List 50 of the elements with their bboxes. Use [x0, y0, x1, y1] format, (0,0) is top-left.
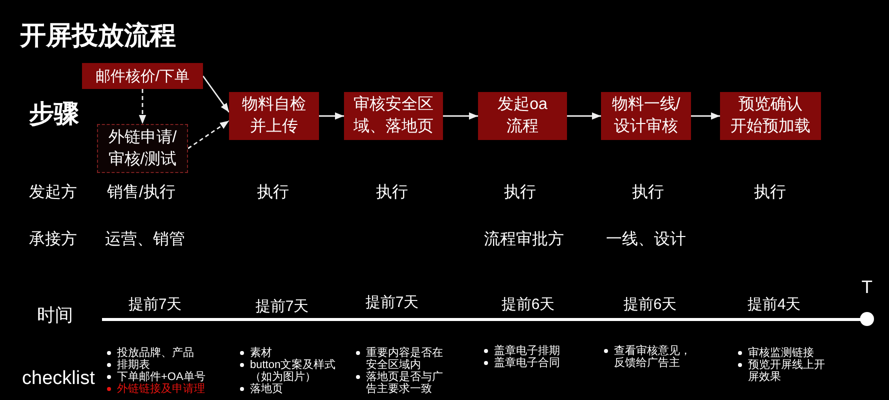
duration-label: 提前6天: [501, 296, 555, 314]
arrow: [202, 76, 230, 113]
checklist-item: 审核监测链接: [748, 347, 814, 359]
axis-end-label: T: [862, 277, 872, 299]
dashed-step-box: 外链申请/审核/测试: [97, 124, 188, 173]
checklist-item: 下单邮件+OA单号: [117, 371, 206, 383]
cell-text: 销售/执行: [107, 183, 176, 202]
checklist-item: 查看审核意见，反馈给广告主: [614, 345, 691, 369]
cell-text: 运营、销管: [105, 230, 185, 250]
step-heading: 步骤: [29, 99, 79, 129]
step-box: 审核安全区域、落地页: [344, 92, 443, 140]
checklist-item: 落地页是否与广告主要求一致: [366, 371, 443, 395]
dashed-arrow: [138, 89, 146, 124]
row-heading: 发起方: [29, 183, 77, 202]
step-box: 物料自检并上传: [229, 92, 319, 140]
checklist-item: 预览开屏线上开屏效果: [748, 359, 825, 383]
checklist-item: 落地页: [250, 383, 283, 395]
cell-text: 一线、设计: [606, 230, 686, 250]
checklist-item: 盖章电子合同: [494, 357, 560, 369]
cell-text: 执行: [376, 183, 408, 202]
cell-text: 执行: [257, 183, 289, 202]
step-box: 物料一线/设计审核: [601, 92, 691, 140]
duration-label: 提前4天: [747, 296, 801, 314]
step-box: 预览确认开始预加载: [720, 92, 821, 140]
checklist-item: 素材: [250, 347, 272, 359]
cell-text: 执行: [754, 183, 786, 202]
row-heading: checklist: [22, 368, 95, 391]
title: 开屏投放流程: [20, 20, 176, 52]
duration-label: 提前7天: [255, 298, 309, 316]
checklist-item: 重要内容是否在安全区域内: [366, 347, 443, 371]
checklist-item: button文案及样式（如为图片）: [250, 359, 336, 383]
cell-text: 流程审批方: [484, 230, 564, 250]
cell-text: 执行: [632, 183, 664, 202]
dashed-arrow: [188, 120, 230, 150]
step-box: 邮件核价/下单: [82, 63, 203, 89]
checklist-item: 盖章电子排期: [494, 345, 560, 357]
arrow: [443, 112, 478, 120]
cell-text: 执行: [504, 183, 536, 202]
checklist-item: 外链链接及申请理: [117, 383, 205, 395]
duration-label: 提前7天: [365, 294, 419, 312]
checklist-item: 排期表: [117, 359, 150, 371]
arrow: [691, 112, 720, 120]
arrow: [567, 112, 601, 120]
duration-label: 提前7天: [128, 296, 182, 314]
arrow: [319, 112, 344, 120]
step-box: 发起oa流程: [478, 92, 567, 140]
row-heading: 时间: [37, 305, 73, 327]
row-heading: 承接方: [29, 230, 77, 250]
checklist-item: 投放品牌、产品: [117, 347, 194, 359]
duration-label: 提前6天: [623, 296, 677, 314]
